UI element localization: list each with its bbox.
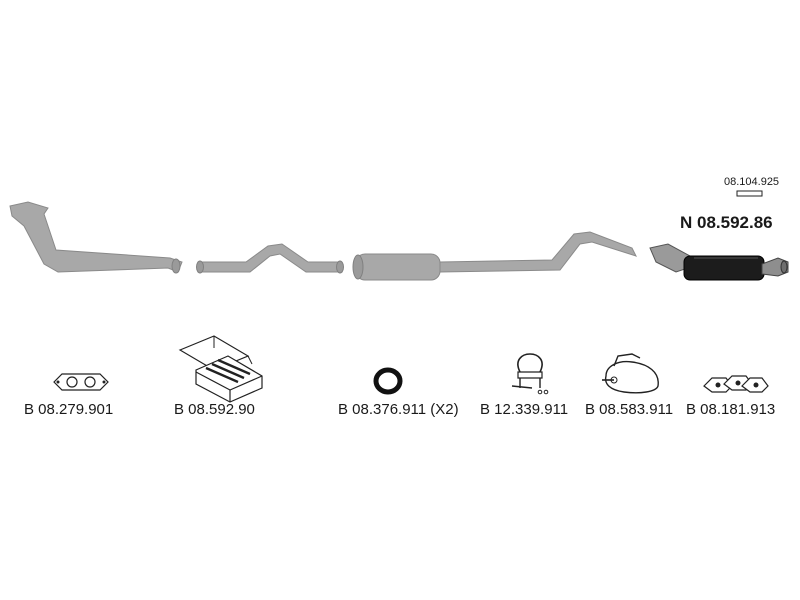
flange-gasket-icon — [53, 373, 109, 391]
part-code-label: B 08.592.90 — [174, 401, 255, 418]
mounting-kit-box-icon — [178, 335, 263, 403]
part-code-label: B 08.279.901 — [24, 401, 114, 418]
rubber-mount-set-icon — [703, 375, 769, 393]
pipe-clamp-icon — [511, 353, 549, 395]
part-code-label: B 08.583.911 — [585, 401, 674, 418]
main-part-code-label: N 08.592.86 — [680, 213, 773, 232]
sealing-ring-icon — [373, 367, 403, 395]
middle-silencer — [352, 231, 637, 281]
accessory-bracket-icon — [736, 190, 763, 197]
front-pipe — [9, 201, 183, 274]
part-code-label: B 12.339.911 — [480, 401, 569, 418]
rubber-hanger-icon — [602, 353, 659, 394]
rear-silencer — [649, 243, 789, 281]
intermediate-pipe — [196, 243, 344, 274]
part-code-label: B 08.376.911 (X2) — [338, 401, 459, 418]
accessory-code-label: 08.104.925 — [724, 176, 780, 188]
part-code-label: B 08.181.913 — [686, 401, 776, 418]
